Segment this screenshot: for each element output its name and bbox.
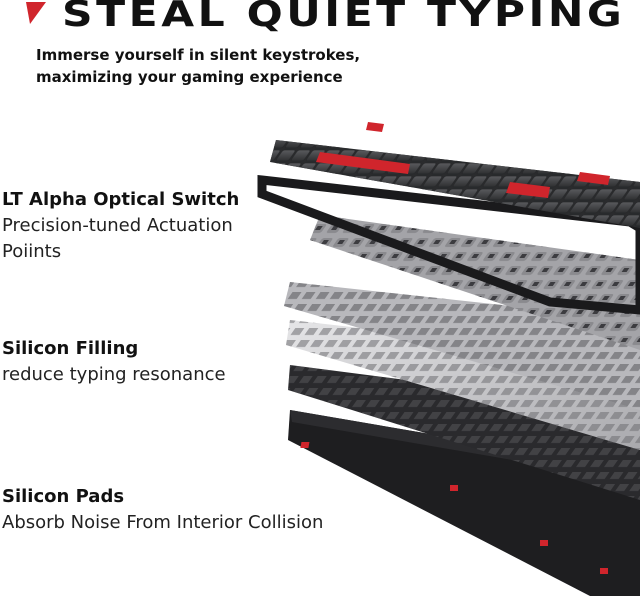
red-triangle-flag-icon: [26, 2, 46, 24]
feature-optical-switch: LT Alpha Optical Switch Precision-tuned …: [2, 187, 239, 265]
feature-description-line-2: Poiints: [2, 241, 62, 262]
feature-description-line-1: Precision-tuned Actuation: [2, 215, 233, 236]
subtitle-line-2: maximizing your gaming experience: [36, 68, 343, 86]
feature-silicon-pads: Silicon Pads Absorb Noise From Interior …: [2, 484, 323, 536]
feature-silicon-filling: Silicon Filling reduce typing resonance: [2, 336, 226, 388]
feature-heading: Silicon Filling: [2, 338, 139, 359]
feature-heading: LT Alpha Optical Switch: [2, 189, 240, 210]
feature-description-line-1: Absorb Noise From Interior Collision: [2, 512, 324, 533]
optical-switches-layer: [310, 215, 640, 350]
subtitle: Immerse yourself in silent keystrokes, m…: [36, 44, 360, 88]
feature-heading: Silicon Pads: [2, 486, 125, 507]
exploded-keyboard-illustration: [257, 122, 640, 596]
subtitle-line-1: Immerse yourself in silent keystrokes,: [36, 46, 361, 64]
page-title: STEAL QUIET TYPING: [62, 0, 626, 35]
keycaps-layer: [270, 122, 640, 228]
feature-description-line-1: reduce typing resonance: [2, 364, 226, 385]
